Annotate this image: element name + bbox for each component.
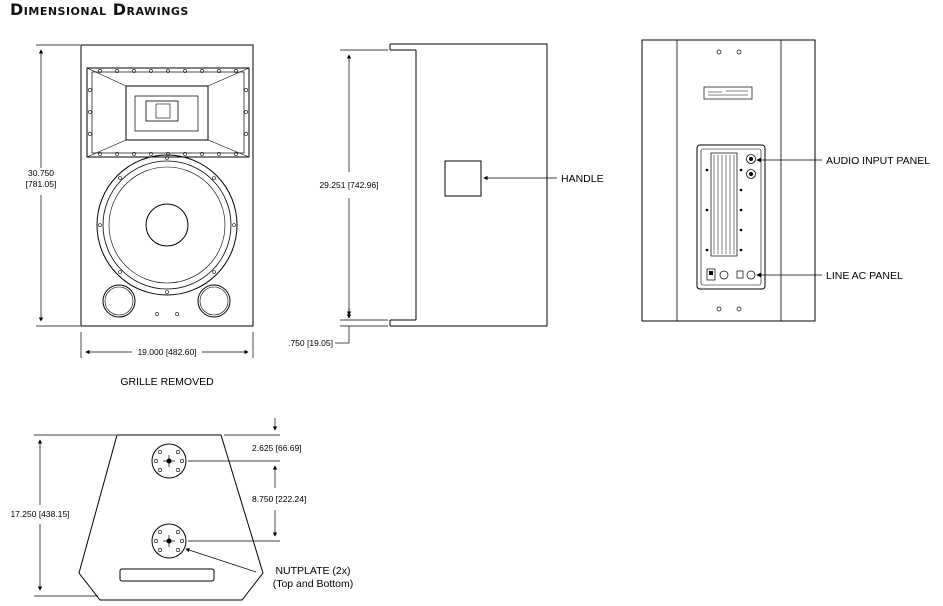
top-dimensions: [34, 418, 280, 597]
front-caption: GRILLE REMOVED: [120, 376, 214, 388]
top-depth-dim: 17.250 [438.15]: [10, 509, 69, 519]
side-offset-dim: .750 [19.05]: [288, 338, 333, 348]
top-offset-dim: 2.625 [66.69]: [252, 443, 302, 453]
top-view: [78, 434, 264, 601]
trs-input-connector: [746, 169, 756, 179]
audio-input-label: AUDIO INPUT PANEL: [826, 155, 930, 167]
rear-callouts: [756, 157, 822, 278]
horn-plate: [86, 67, 250, 158]
ac-inlet: [719, 270, 729, 280]
front-cabinet-outline: [80, 44, 254, 327]
nutplate-top: [151, 443, 187, 479]
top-handle-slot: [119, 568, 215, 582]
nutplate-spacing-dim: 8.750 [222.24]: [252, 494, 306, 504]
rear-cabinet-outline: [641, 39, 816, 322]
port-left: [102, 284, 136, 318]
side-dimensions: [335, 49, 557, 344]
power-switch: [706, 268, 716, 281]
side-cabinet-outline: [390, 43, 548, 327]
front-height-dim-mm: [781.05]: [26, 179, 57, 189]
front-width-dim: 19.000 [482.60]: [137, 347, 196, 357]
xlr-input-connector: [746, 154, 756, 164]
woofer-dustcap: [145, 203, 189, 247]
page-title: Dimensional Drawings: [10, 0, 189, 19]
woofer-frame: [96, 154, 238, 296]
side-height-dim: 29.251 [742.96]: [319, 180, 378, 190]
amp-panel: [696, 144, 766, 290]
horn-screws: [88, 69, 248, 156]
horn-throat: [145, 100, 179, 122]
woofer-screws: [98, 156, 236, 294]
side-view: [389, 43, 548, 327]
front-dimensions: [36, 44, 254, 358]
line-ac-label: LINE AC PANEL: [826, 270, 903, 282]
rear-view: [641, 39, 816, 322]
ac-outlet: [746, 270, 756, 280]
heatsink: [710, 152, 738, 257]
front-height-dim: 30.750: [28, 168, 54, 178]
nutplate-label: NUTPLATE (2x): [275, 565, 350, 577]
rear-badge: [703, 86, 753, 100]
port-right: [197, 284, 231, 318]
nutplate-note: (Top and Bottom): [273, 578, 354, 590]
nutplate-bottom: [151, 523, 187, 559]
handle-label: HANDLE: [561, 173, 604, 185]
horn-outer: [125, 85, 209, 141]
handle-recess: [444, 160, 482, 197]
front-view: [80, 44, 254, 327]
